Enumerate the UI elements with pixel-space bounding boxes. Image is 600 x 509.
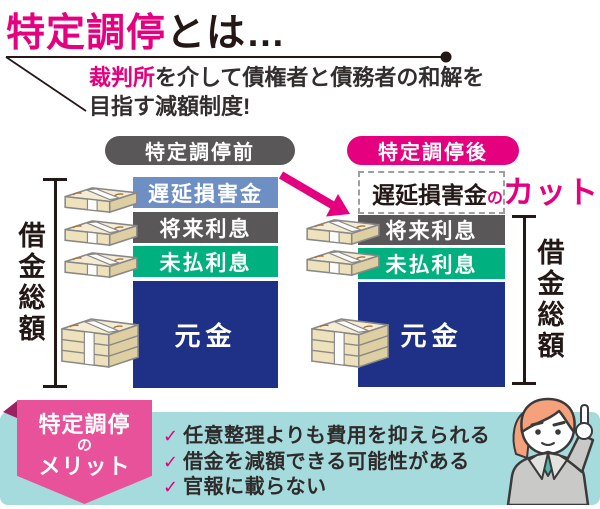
merit-text: 官報に載らない [183, 476, 327, 498]
cut-note: 遅延損害金のカット [372, 171, 599, 214]
subtitle-line1: 裁判所を介して債権者と債務者の和解を [89, 63, 484, 92]
merits-list: ✓ 任意整理よりも費用を抑えられる ✓ 借金を減額できる可能性がある ✓ 官報に… [163, 419, 491, 498]
cut-dashed-box [358, 171, 505, 214]
check-icon: ✓ [163, 426, 179, 446]
merits-ribbon: 特定調停 の メリット [17, 400, 152, 504]
money-bundle-icon [60, 250, 142, 281]
before-segment-unpaid-interest: 未払利息 [133, 246, 278, 277]
before-segment-late-damages: 遅延損害金 [133, 177, 278, 208]
right-total-label-wrap: 借金総額 [531, 215, 565, 385]
money-stack-icon [307, 316, 393, 371]
after-segment-principal: 元金 [358, 282, 505, 387]
page-title-rest: とは… [166, 12, 287, 55]
subtitle-line1-rest: を介して債権者と債務者の和解を [155, 65, 485, 90]
subtitle: 裁判所を介して債権者と債務者の和解を 目指す減額制度! [89, 63, 484, 121]
ribbon-line3: メリット [38, 454, 131, 479]
before-segment-future-interest: 将来利息 [133, 212, 278, 243]
check-icon: ✓ [163, 477, 179, 497]
list-item: ✓ 任意整理よりも費用を抑えられる [163, 419, 491, 447]
page-title-highlight: 特定調停 [6, 12, 167, 55]
money-bundle-icon [60, 218, 142, 249]
advisor-illustration [506, 397, 595, 505]
merit-text: 任意整理よりも費用を抑えられる [183, 425, 491, 447]
page-title: 特定調停とは… [6, 2, 286, 58]
before-segment-principal: 元金 [133, 281, 278, 388]
list-item: ✓ 借金を減額できる可能性がある [163, 445, 490, 473]
list-item: ✓ 官報に載らない [163, 470, 490, 498]
bullet-dot [440, 51, 452, 63]
cut-note-kept: 遅延損害金 [372, 182, 487, 208]
after-segment-future-interest: 将来利息 [358, 215, 505, 245]
badge-before: 特定調停前 [105, 136, 295, 165]
left-total-label-wrap: 借金総額 [12, 178, 46, 388]
right-total-bracket [512, 215, 536, 385]
ribbon-line2: の [76, 437, 92, 454]
subtitle-highlight: 裁判所 [89, 65, 156, 90]
cut-arrow-icon [278, 171, 350, 217]
badge-after: 特定調停後 [347, 136, 519, 165]
money-stack-icon [57, 316, 143, 371]
money-bundle-icon [302, 217, 384, 248]
merit-text: 借金を減額できる可能性がある [183, 450, 470, 473]
left-total-bracket [43, 178, 67, 388]
right-bracket-stem [522, 215, 526, 385]
money-bundle-icon [302, 248, 384, 279]
cut-note-particle: の [487, 190, 504, 207]
after-segment-unpaid-interest: 未払利息 [358, 248, 505, 279]
right-total-label: 借金総額 [533, 238, 564, 362]
cut-note-action: カット [503, 175, 600, 210]
subtitle-line2: 目指す減額制度! [89, 94, 251, 119]
check-icon: ✓ [163, 451, 179, 472]
left-bracket-stem [53, 178, 57, 388]
money-bundle-icon [60, 185, 142, 216]
left-total-label: 借金総額 [14, 221, 45, 345]
ribbon-line1: 特定調停 [38, 412, 131, 437]
